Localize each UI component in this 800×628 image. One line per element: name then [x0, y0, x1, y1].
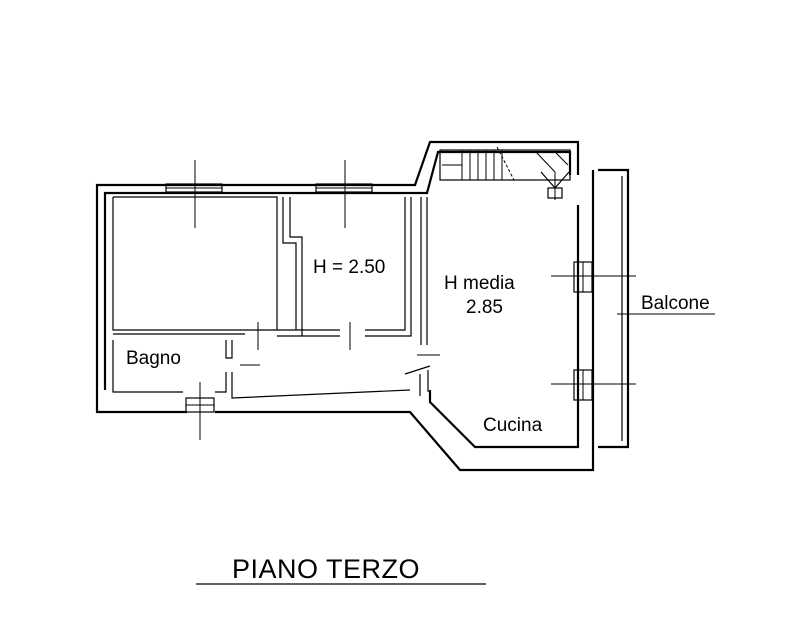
- windows: [165, 183, 593, 413]
- plan-title: PIANO TERZO: [232, 554, 420, 584]
- label-room-height: H = 2.50: [313, 257, 385, 278]
- label-kitchen-height-value: 2.85: [466, 297, 503, 318]
- label-kitchen-height: H media: [444, 273, 515, 294]
- interior-walls: [112, 196, 431, 399]
- label-bagno: Bagno: [126, 348, 181, 369]
- staircase: [439, 146, 571, 200]
- label-cucina: Cucina: [483, 415, 543, 436]
- balcony: [598, 168, 630, 449]
- axis-marks: [194, 160, 715, 440]
- label-balcone: Balcone: [641, 293, 710, 314]
